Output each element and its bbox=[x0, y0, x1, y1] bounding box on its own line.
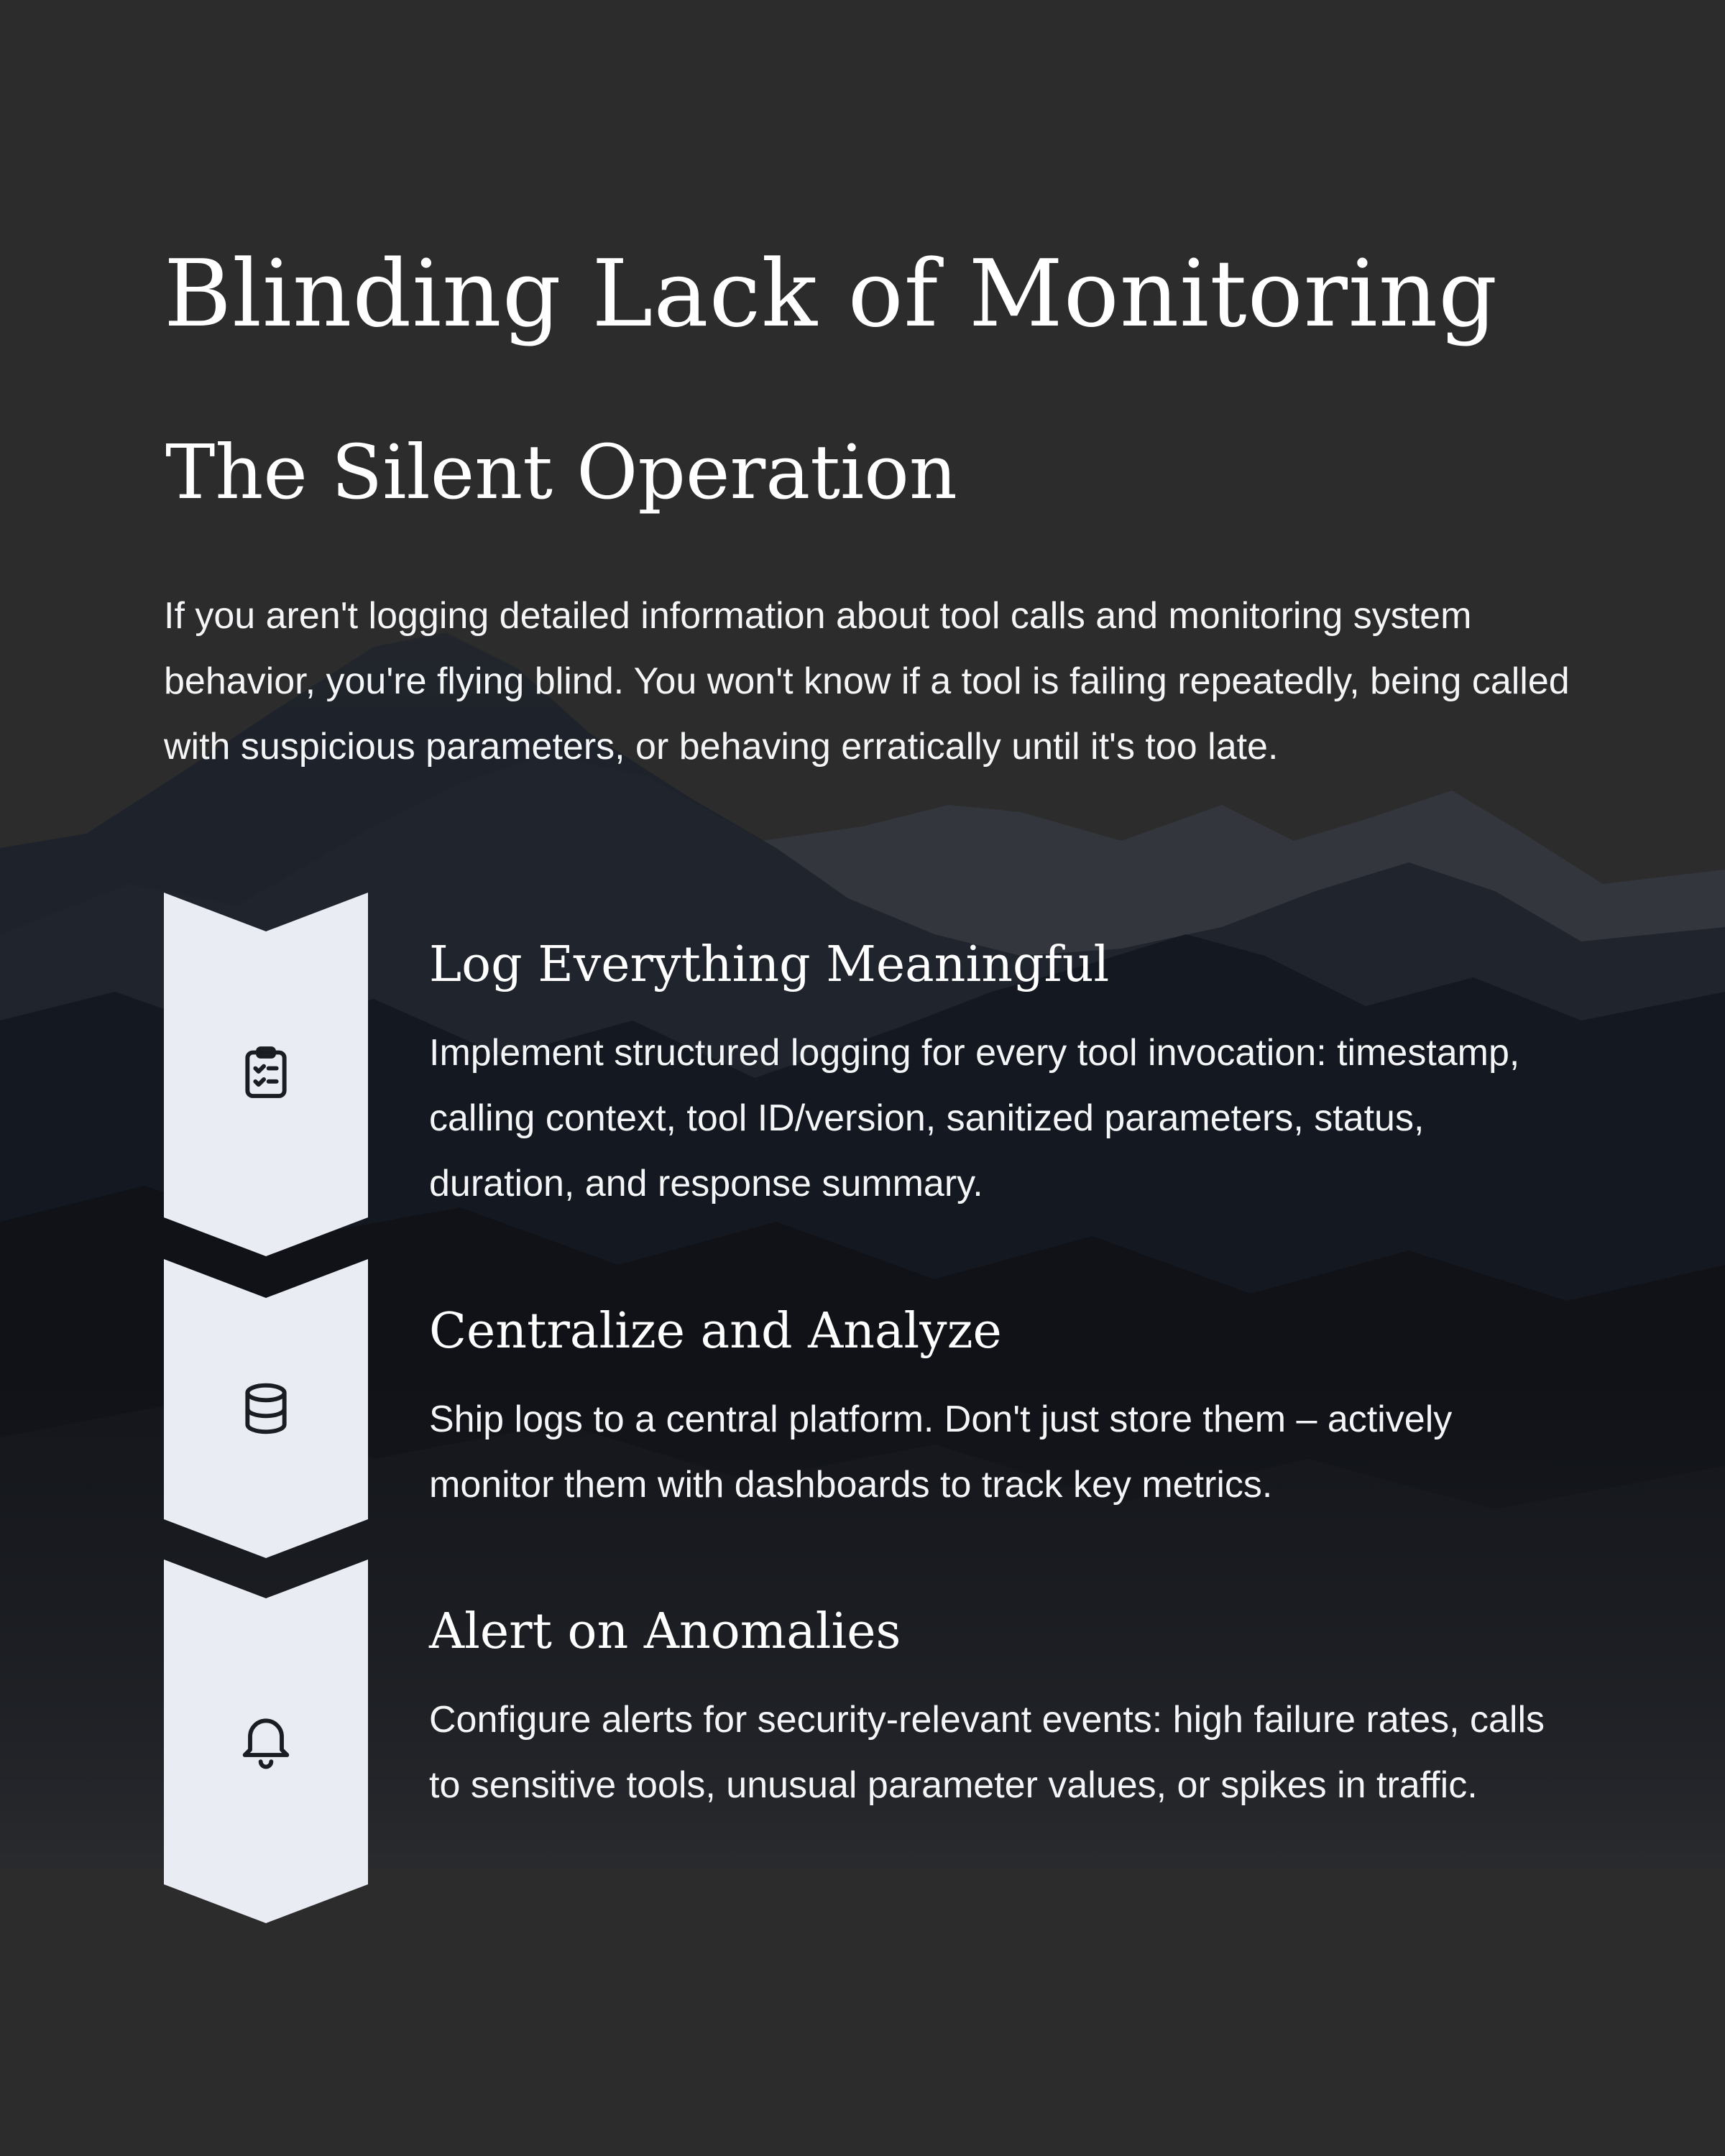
step-3-title: Alert on Anomalies bbox=[429, 1603, 901, 1660]
step-3-chevron bbox=[164, 1560, 368, 1923]
step-2-chevron bbox=[164, 1259, 368, 1558]
step-2-description: Ship logs to a central platform. Don't j… bbox=[429, 1399, 1453, 1506]
step-1-chevron bbox=[164, 893, 368, 1256]
step-1-title: Log Everything Meaningful bbox=[429, 936, 1110, 993]
intro-paragraph: If you aren't logging detailed informati… bbox=[164, 595, 1570, 768]
page-subtitle: The Silent Operation bbox=[165, 428, 957, 516]
bell-icon bbox=[242, 1718, 290, 1769]
step-1-description: Implement structured logging for every t… bbox=[429, 1032, 1520, 1204]
step-3-description: Configure alerts for security-relevant e… bbox=[429, 1699, 1545, 1806]
page-title: Blinding Lack of Monitoring bbox=[164, 241, 1499, 348]
clipboard-check-icon bbox=[245, 1046, 287, 1098]
database-icon bbox=[245, 1383, 287, 1434]
step-2-title: Centralize and Analyze bbox=[429, 1303, 1002, 1360]
